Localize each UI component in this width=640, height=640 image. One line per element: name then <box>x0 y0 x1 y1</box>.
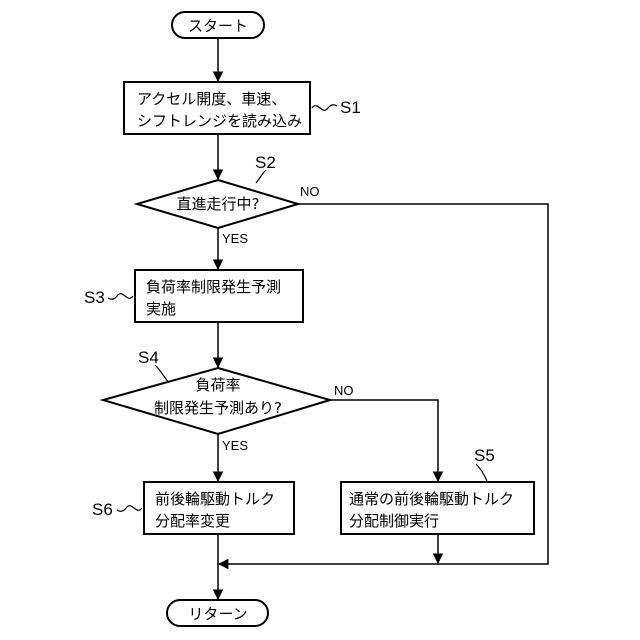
start-label: スタート <box>188 17 248 35</box>
s4-step-label: S4 <box>138 348 159 367</box>
s4-no-label: NO <box>334 383 354 398</box>
decision-s2: 直進走行中? <box>137 180 298 228</box>
s1-line1: アクセル開度、車速、 <box>137 90 286 108</box>
s3-line2: 実施 <box>146 300 176 318</box>
s6-line1: 前後輪駆動トルク <box>155 490 275 508</box>
s5-line2: 分配制御実行 <box>349 512 439 530</box>
s5-step-label: S5 <box>474 446 495 465</box>
s1-leader <box>312 105 337 111</box>
start-terminal: スタート <box>172 12 264 38</box>
s2-label: 直進走行中? <box>177 195 260 213</box>
connector-s4-no <box>330 400 438 481</box>
s4-line2: 制限発生予測あり? <box>154 399 282 417</box>
s3-line1: 負荷率制限発生予測 <box>146 278 281 296</box>
s3-step-label: S3 <box>84 288 105 307</box>
s5-line1: 通常の前後輪駆動トルク <box>349 490 514 508</box>
s4-yes-label: YES <box>222 438 248 453</box>
process-s6: 前後輪駆動トルク 分配率変更 <box>144 482 294 534</box>
end-label: リターン <box>188 605 247 623</box>
s4-leader <box>155 365 168 382</box>
s2-step-label: S2 <box>255 153 276 172</box>
s3-leader <box>108 294 133 300</box>
process-s1: アクセル開度、車速、 シフトレンジを読み込み <box>124 82 310 134</box>
process-s5: 通常の前後輪駆動トルク 分配制御実行 <box>341 482 534 534</box>
s4-line1: 負荷率 <box>195 376 240 394</box>
decision-s4: 負荷率 制限発生予測あり? <box>103 368 330 434</box>
s2-no-label: NO <box>300 184 320 199</box>
s6-line2: 分配率変更 <box>155 512 230 530</box>
end-terminal: リターン <box>167 600 268 626</box>
s6-leader <box>117 506 142 512</box>
s6-step-label: S6 <box>92 500 113 519</box>
process-s3: 負荷率制限発生予測 実施 <box>135 270 303 322</box>
s5-leader <box>476 464 487 481</box>
s2-yes-label: YES <box>222 231 248 246</box>
s1-step-label: S1 <box>340 98 361 117</box>
s1-line2: シフトレンジを読み込み <box>137 112 302 130</box>
